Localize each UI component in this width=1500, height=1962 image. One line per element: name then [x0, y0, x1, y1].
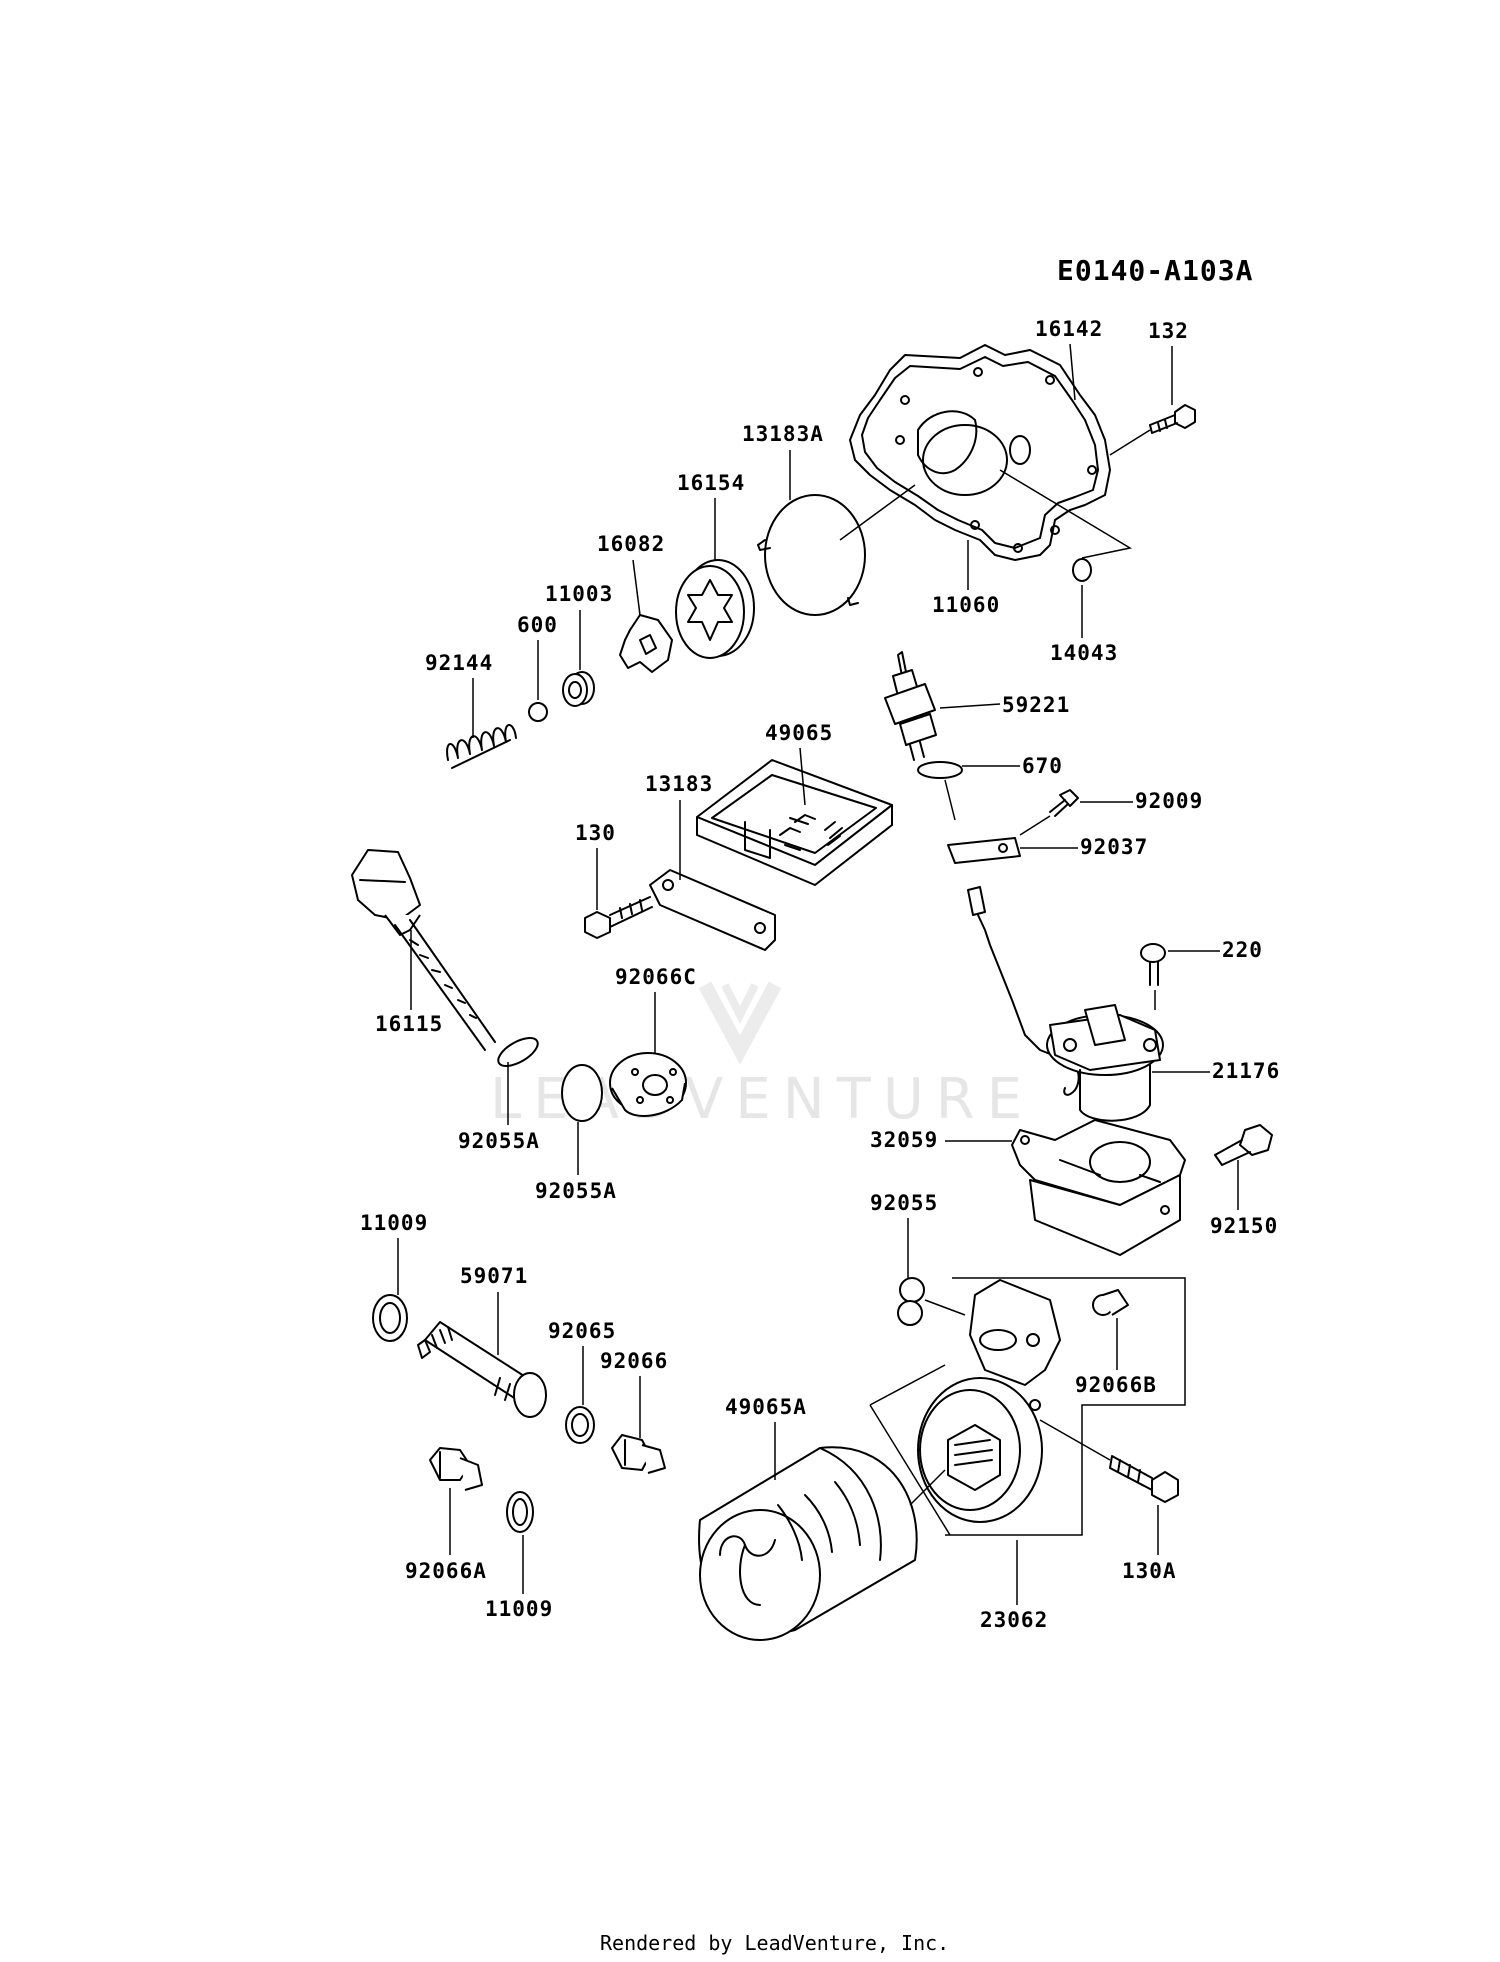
- label-220[interactable]: 220: [1222, 938, 1263, 962]
- collar-11003-part[interactable]: [562, 671, 595, 707]
- label-14043[interactable]: 14043: [1050, 641, 1118, 665]
- label-59071[interactable]: 59071: [460, 1264, 528, 1288]
- label-92066A[interactable]: 92066A: [405, 1559, 487, 1583]
- label-16142[interactable]: 16142: [1035, 317, 1103, 341]
- dowel-pin-14043-part[interactable]: [1072, 558, 1092, 582]
- oil-filter-49065A-part[interactable]: [698, 1446, 918, 1641]
- watermark-logo: [698, 981, 782, 1065]
- label-16115[interactable]: 16115: [375, 1012, 443, 1036]
- o-ring-92055A-part[interactable]: [494, 1032, 542, 1071]
- bolt-132-part[interactable]: [1149, 404, 1196, 434]
- oil-pump-cover-part[interactable]: [849, 344, 1111, 561]
- gasket-13183A-part[interactable]: [757, 494, 866, 616]
- bolt-92150-part[interactable]: [1214, 1124, 1273, 1166]
- label-11009-1[interactable]: 11009: [360, 1211, 428, 1235]
- label-92066B[interactable]: 92066B: [1075, 1373, 1157, 1397]
- label-92066C[interactable]: 92066C: [615, 965, 697, 989]
- label-670[interactable]: 670: [1022, 754, 1063, 778]
- label-92055[interactable]: 92055: [870, 1191, 938, 1215]
- spring-92144-part[interactable]: [446, 724, 517, 769]
- oil-pressure-switch-59221-part[interactable]: [884, 651, 937, 761]
- inner-rotor-16082-part[interactable]: [619, 614, 673, 673]
- clamp-92037-part[interactable]: [947, 837, 1021, 864]
- plug-92066C-part[interactable]: [609, 1052, 687, 1117]
- label-11060[interactable]: 11060: [932, 593, 1000, 617]
- relief-valve-59071-part[interactable]: [417, 1321, 547, 1418]
- bolt-130A-part[interactable]: [1109, 1455, 1179, 1503]
- oil-filter-mount-23062-part[interactable]: [917, 1279, 1061, 1523]
- label-21176[interactable]: 21176: [1212, 1059, 1280, 1083]
- screw-220-part[interactable]: [1140, 943, 1166, 986]
- plug-92066-part[interactable]: [611, 1434, 666, 1474]
- label-32059[interactable]: 32059: [870, 1128, 938, 1152]
- bolt-130-part[interactable]: [584, 896, 653, 939]
- label-92144[interactable]: 92144: [425, 651, 493, 675]
- label-92066[interactable]: 92066: [600, 1349, 668, 1373]
- outer-rotor-16154-part[interactable]: [675, 559, 755, 659]
- bracket-32059-part[interactable]: [1011, 1119, 1186, 1256]
- plug-92066A-part[interactable]: [429, 1447, 483, 1491]
- label-11003[interactable]: 11003: [545, 582, 613, 606]
- washer-11009-part[interactable]: [372, 1294, 408, 1342]
- screw-92009-part[interactable]: [1049, 789, 1079, 817]
- o-ring-92055-part[interactable]: [897, 1277, 925, 1326]
- washer-92065-part[interactable]: [565, 1406, 595, 1444]
- oil-strainer-49065-part[interactable]: [696, 759, 893, 886]
- label-49065A[interactable]: 49065A: [725, 1395, 807, 1419]
- label-23062[interactable]: 23062: [980, 1608, 1048, 1632]
- label-13183[interactable]: 13183: [645, 772, 713, 796]
- plug-92066B-part[interactable]: [1092, 1289, 1129, 1316]
- label-13183A[interactable]: 13183A: [742, 422, 824, 446]
- label-600[interactable]: 600: [517, 613, 558, 637]
- diagram-code: E0140-A103A: [1057, 254, 1253, 287]
- dipstick-16115-part[interactable]: [351, 849, 496, 1051]
- label-92055A-1[interactable]: 92055A: [458, 1129, 540, 1153]
- label-16154[interactable]: 16154: [677, 471, 745, 495]
- label-132[interactable]: 132: [1148, 319, 1189, 343]
- label-130A[interactable]: 130A: [1122, 1559, 1177, 1583]
- ball-600-part[interactable]: [528, 702, 548, 722]
- label-92037[interactable]: 92037: [1080, 835, 1148, 859]
- label-92009[interactable]: 92009: [1135, 789, 1203, 813]
- label-49065[interactable]: 49065: [765, 721, 833, 745]
- label-11009-2[interactable]: 11009: [485, 1597, 553, 1621]
- oil-level-switch-21176-part[interactable]: [1046, 1004, 1164, 1122]
- label-92055A-2[interactable]: 92055A: [535, 1179, 617, 1203]
- gasket-plate-13183-part[interactable]: [649, 869, 776, 951]
- label-92150[interactable]: 92150: [1210, 1214, 1278, 1238]
- footer-credit: Rendered by LeadVenture, Inc.: [600, 1931, 949, 1955]
- label-130[interactable]: 130: [575, 821, 616, 845]
- label-92065[interactable]: 92065: [548, 1319, 616, 1343]
- washer-11009-b-part[interactable]: [506, 1491, 534, 1533]
- label-59221[interactable]: 59221: [1002, 693, 1070, 717]
- label-16082[interactable]: 16082: [597, 532, 665, 556]
- o-ring-670-part[interactable]: [917, 761, 963, 779]
- o-ring-92055A-large-part[interactable]: [561, 1064, 603, 1122]
